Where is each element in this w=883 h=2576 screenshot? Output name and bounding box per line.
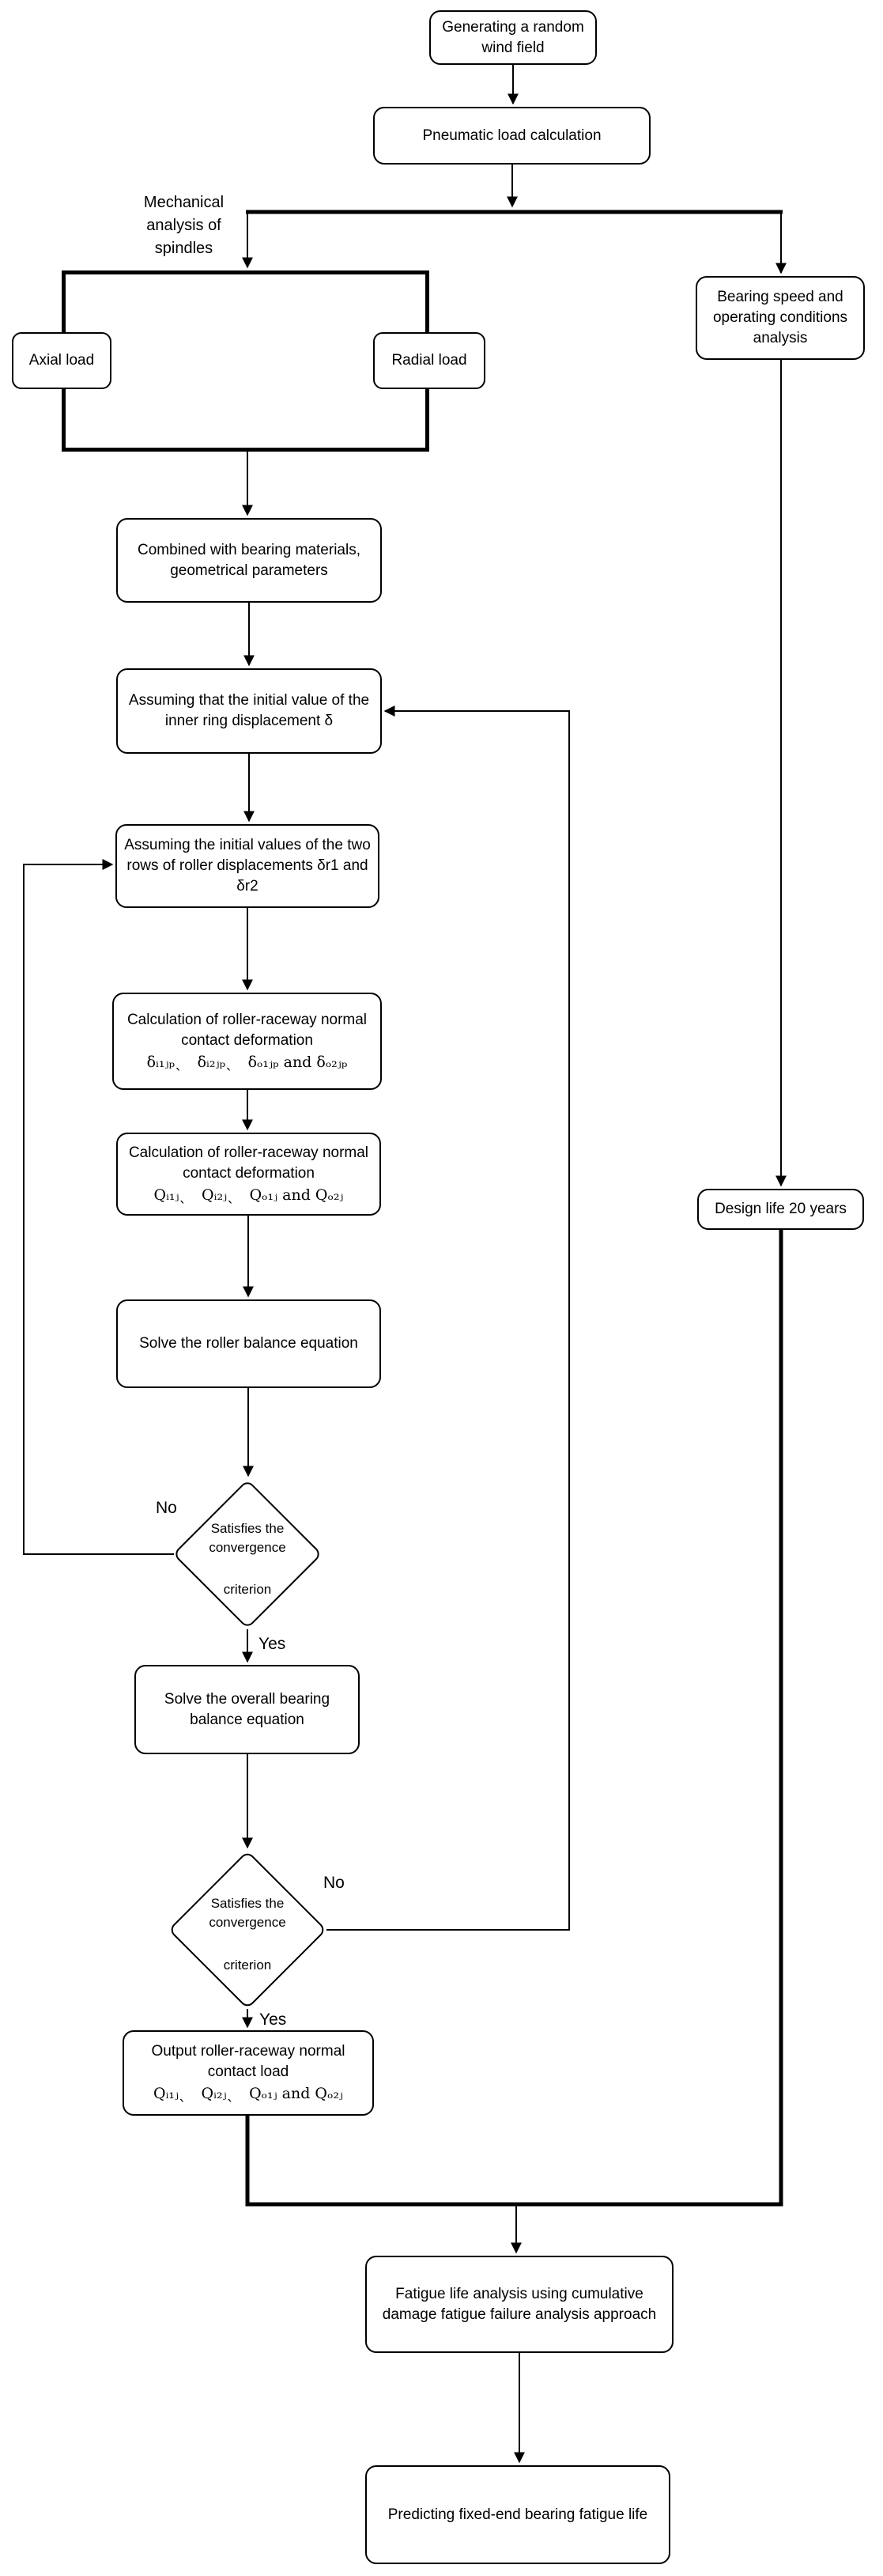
node-solve-overall-bearing-balance: Solve the overall bearing balance equati… bbox=[134, 1665, 360, 1754]
node-calc-contact-deformation-q: Calculation of roller-raceway normal con… bbox=[116, 1133, 381, 1216]
decision-convergence-2-text-top: Satisfies the convergence bbox=[209, 1896, 286, 1930]
node-label: Generating a random wind field bbox=[442, 18, 584, 56]
node-calc-contact-deformation-delta: Calculation of roller-raceway normal con… bbox=[112, 993, 382, 1090]
edge-label-no-1: No bbox=[156, 1499, 177, 1517]
node-output-contact-load: Output roller-raceway normal contact loa… bbox=[123, 2030, 374, 2116]
node-combined-bearing-materials: Combined with bearing materials, geometr… bbox=[116, 518, 382, 603]
edge-label-no-2: No bbox=[323, 1874, 345, 1892]
edge-label-yes-1: Yes bbox=[258, 1635, 286, 1653]
node-assume-roller-displacements: Assuming the initial values of the two r… bbox=[115, 824, 379, 908]
node-label: Combined with bearing materials, geometr… bbox=[138, 541, 360, 579]
node-axial-load: Axial load bbox=[12, 332, 111, 389]
edge-conv1-no-feedback bbox=[23, 859, 174, 1555]
node-fatigue-life-analysis: Fatigue life analysis using cumulative d… bbox=[365, 2256, 674, 2353]
node-predict-bearing-fatigue-life: Predicting fixed-end bearing fatigue lif… bbox=[365, 2465, 670, 2564]
node-label: Axial load bbox=[28, 352, 95, 369]
node-design-life: Design life 20 years bbox=[697, 1189, 864, 1230]
node-label: Pneumatic load calculation bbox=[422, 127, 602, 144]
merge-bar-bottom bbox=[245, 1230, 783, 2207]
node-pneumatic-load-calculation: Pneumatic load calculation bbox=[373, 107, 651, 165]
node-formula: Qᵢ₁ⱼˎ Qᵢ₂ⱼˎ Qₒ₁ⱼ and Qₒ₂ⱼ bbox=[153, 2085, 343, 2102]
mechanical-analysis-label: Mechanical analysis of spindles bbox=[143, 194, 225, 257]
node-label: Calculation of roller-raceway normal con… bbox=[128, 1144, 369, 1182]
node-label: Calculation of roller-raceway normal con… bbox=[126, 1011, 368, 1049]
edge-conv2-no-feedback bbox=[326, 705, 570, 1931]
node-solve-roller-balance: Solve the roller balance equation bbox=[116, 1299, 381, 1388]
node-formula: Qᵢ₁ⱼˎ Qᵢ₂ⱼˎ Qₒ₁ⱼ and Qₒ₂ⱼ bbox=[153, 1186, 344, 1204]
node-label: Design life 20 years bbox=[715, 1201, 847, 1217]
node-label: Assuming that the initial value of the i… bbox=[128, 692, 370, 729]
node-formula: δᵢ₁ⱼₚˎ δᵢ₂ⱼₚˎ δₒ₁ⱼₚ and δₒ₂ⱼₚ bbox=[146, 1053, 348, 1071]
node-label: Radial load bbox=[391, 352, 467, 369]
node-label: Assuming the initial values of the two r… bbox=[124, 837, 371, 895]
node-label: Output roller-raceway normal contact loa… bbox=[151, 2043, 345, 2080]
decision-convergence-1-text-bottom: criterion bbox=[223, 1582, 272, 1597]
node-label: Fatigue life analysis using cumulative d… bbox=[382, 2285, 657, 2323]
node-label: Solve the overall bearing balance equati… bbox=[164, 1690, 330, 1728]
node-bearing-speed-operating-conditions: Bearing speed and operating conditions a… bbox=[696, 276, 865, 360]
node-label: Predicting fixed-end bearing fatigue lif… bbox=[387, 2506, 648, 2523]
edge-label-yes-2: Yes bbox=[259, 2010, 287, 2029]
node-generating-random-wind-field: Generating a random wind field bbox=[429, 10, 597, 65]
decision-convergence-2-text-bottom: criterion bbox=[223, 1958, 272, 1973]
node-label: Bearing speed and operating conditions a… bbox=[712, 289, 848, 346]
node-radial-load: Radial load bbox=[373, 332, 485, 389]
decision-convergence-1-text-top: Satisfies the convergence bbox=[209, 1521, 286, 1555]
node-assume-inner-ring-displacement: Assuming that the initial value of the i… bbox=[116, 668, 382, 754]
node-label: Solve the roller balance equation bbox=[139, 1335, 358, 1352]
